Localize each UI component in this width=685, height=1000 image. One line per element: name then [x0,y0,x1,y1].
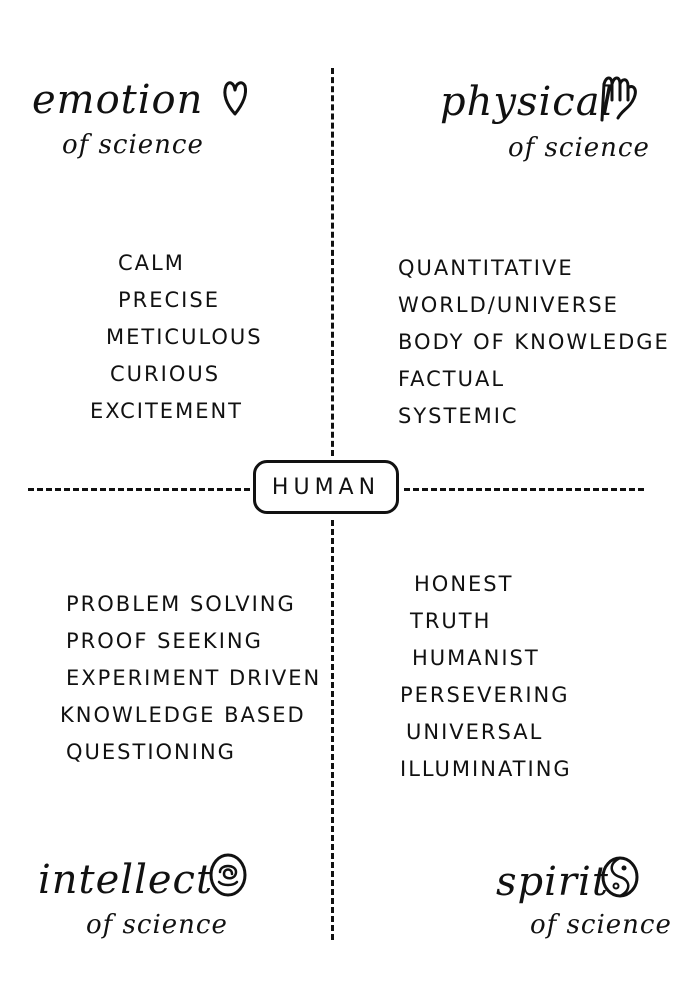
list-item: FACTUAL [398,367,506,391]
emotion-subtitle: of science [62,130,204,160]
vertical-divider-bottom [331,520,334,940]
vertical-divider-top [331,68,334,456]
center-label: HUMAN [271,474,381,500]
yin-yang-icon [601,856,639,898]
list-item: QUANTITATIVE [398,256,574,280]
intellect-subtitle: of science [86,910,228,940]
list-item: EXPERIMENT DRIVEN [66,666,322,690]
list-item: BODY OF KNOWLEDGE [398,330,670,354]
list-item: HONEST [414,572,514,596]
list-item: PERSEVERING [400,683,570,707]
list-item: HUMANIST [412,646,540,670]
hand-icon [600,76,637,122]
intellect-title: intellect [38,857,214,903]
list-item: PROOF SEEKING [66,629,263,653]
physical-subtitle: of science [508,133,650,163]
list-item: CALM [118,251,185,275]
emotion-title: emotion [32,77,204,123]
list-item: EXCITEMENT [90,399,244,423]
emotion-list: CALM PRECISE METICULOUS CURIOUS EXCITEME… [90,245,263,430]
spirit-list: HONEST TRUTH HUMANIST PERSEVERING UNIVER… [400,566,572,788]
list-item: WORLD/UNIVERSE [398,293,619,317]
physical-title: physical [440,79,615,125]
list-item: CURIOUS [110,362,221,386]
spirit-title: spirit [496,859,609,905]
spirit-subtitle: of science [530,910,672,940]
horizontal-divider-right [404,488,644,491]
list-item: METICULOUS [106,325,263,349]
heart-icon [223,81,247,116]
list-item: ILLUMINATING [400,757,572,781]
list-item: UNIVERSAL [406,720,544,744]
horizontal-divider-left [28,488,250,491]
physical-list: QUANTITATIVE WORLD/UNIVERSE BODY OF KNOW… [398,250,670,435]
list-item: QUESTIONING [66,740,236,764]
intellect-list: PROBLEM SOLVING PROOF SEEKING EXPERIMENT… [60,586,322,771]
list-item: PRECISE [118,288,220,312]
list-item: TRUTH [410,609,492,633]
center-human-box: HUMAN [253,460,399,514]
list-item: KNOWLEDGE BASED [60,703,306,727]
list-item: PROBLEM SOLVING [66,592,296,616]
list-item: SYSTEMIC [398,404,519,428]
brain-icon [209,853,247,897]
